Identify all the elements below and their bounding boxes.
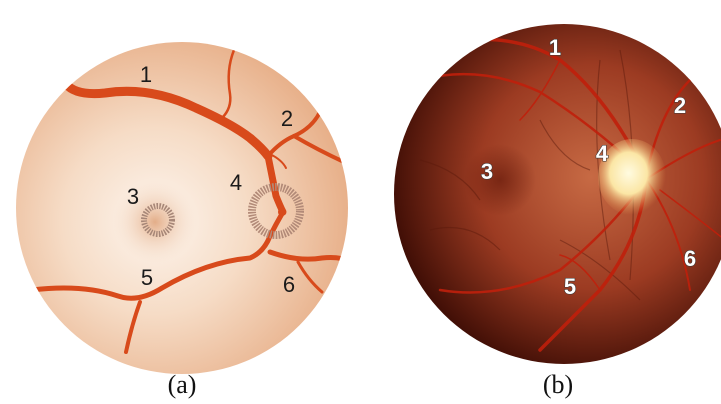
optic-disc-centre-schematic [278, 208, 286, 216]
label-b-1: 1 [549, 35, 561, 60]
label-a-2: 2 [281, 106, 293, 131]
caption-b: (b) [543, 370, 573, 399]
label-a-6: 6 [283, 272, 295, 297]
label-a-4: 4 [230, 170, 242, 195]
label-b-3: 3 [481, 159, 493, 184]
label-b-2: 2 [674, 93, 686, 118]
label-a-1: 1 [140, 62, 152, 87]
label-b-5: 5 [564, 274, 576, 299]
label-b-4: 4 [596, 141, 609, 166]
label-b-6: 6 [684, 246, 696, 271]
macula-dark-region [464, 144, 536, 216]
label-a-3: 3 [127, 184, 139, 209]
panel-b-fundus-photo: 1 2 3 4 5 6 (b) [394, 24, 721, 399]
caption-a: (a) [168, 370, 197, 399]
optic-disc-photo [598, 139, 666, 215]
label-a-5: 5 [141, 265, 153, 290]
panel-a-schematic: 1 2 3 4 5 6 (a) [16, 42, 352, 399]
macula-shading [113, 180, 197, 264]
